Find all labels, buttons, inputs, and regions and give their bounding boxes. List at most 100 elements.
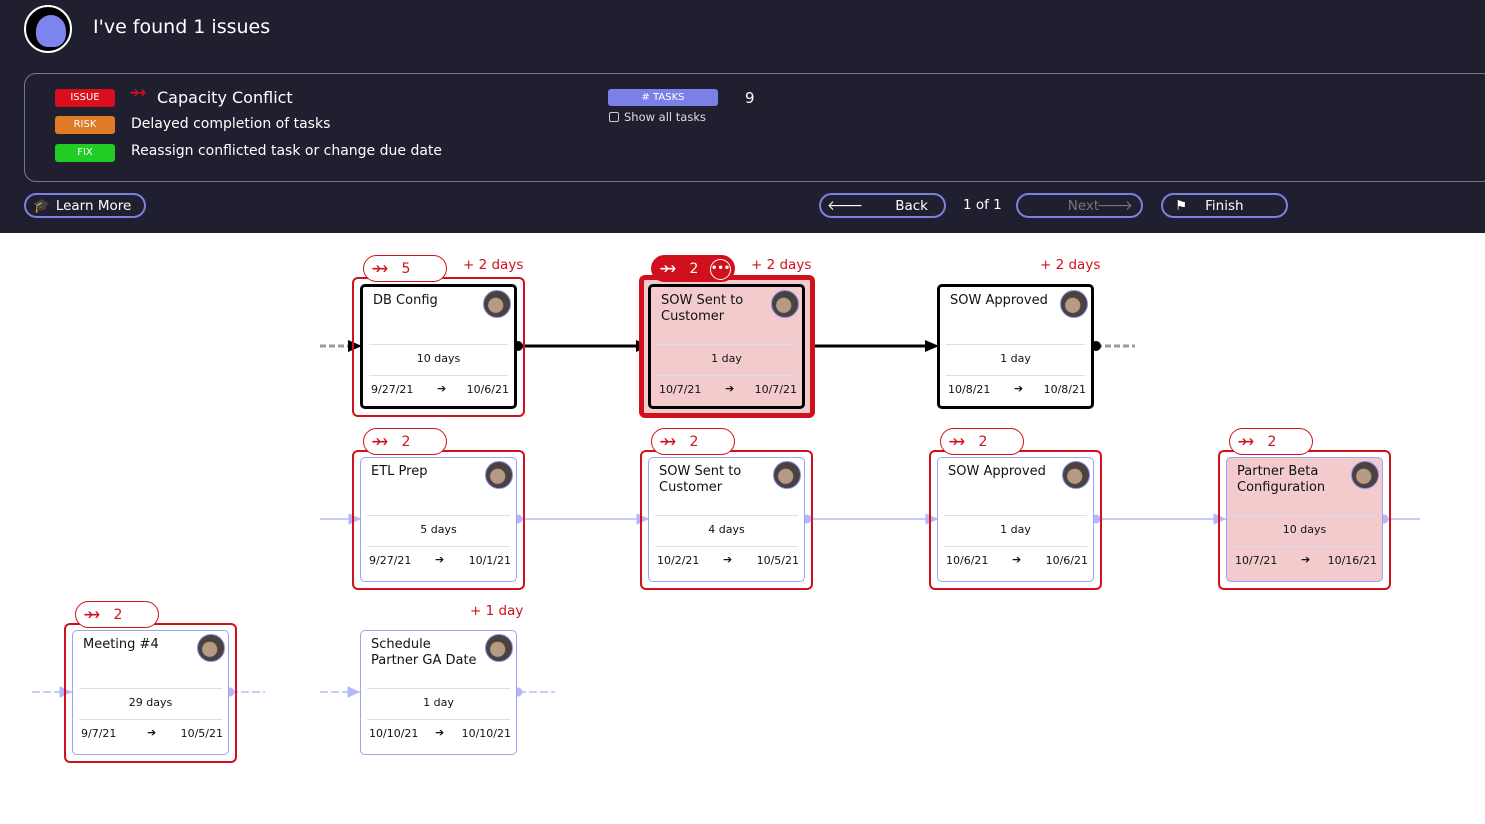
divider (1233, 546, 1376, 547)
task-duration: 1 day (1000, 523, 1031, 536)
divider (946, 344, 1085, 345)
task-card[interactable]: SOW Sent to Customer 1 day 10/7/21 ➔ 10/… (648, 284, 805, 409)
conflict-badge[interactable]: ➔➔2 (75, 601, 159, 628)
capacity-conflict-icon: ➔➔ (83, 606, 100, 623)
start-date: 10/10/21 (369, 727, 419, 740)
end-date: 10/16/21 (1327, 554, 1377, 567)
assignee-avatar[interactable] (485, 634, 513, 662)
assignee-avatar[interactable] (1060, 290, 1088, 318)
show-all-tasks-checkbox[interactable]: Show all tasks (609, 110, 706, 124)
task-duration: 10 days (416, 352, 461, 365)
assignee-avatar[interactable] (771, 290, 799, 318)
arrow-right-icon: ➔ (147, 726, 157, 739)
conflict-badge[interactable]: ➔➔2 (940, 428, 1024, 455)
learn-more-label: Learn More (55, 197, 132, 214)
issue-header: I've found 1 issues ISSUE ➔➔ Capacity Co… (0, 0, 1485, 233)
task-name: SOW Approved (948, 464, 1046, 479)
start-date: 9/7/21 (81, 727, 117, 740)
fix-tag: FIX (55, 144, 115, 162)
divider (367, 515, 510, 516)
task-duration: 1 day (711, 352, 742, 365)
task-name: ETL Prep (371, 464, 428, 479)
end-date: 10/6/21 (466, 383, 509, 396)
arrow-right-icon: ➔ (435, 553, 445, 566)
task-card[interactable]: SOW Approved 1 day 10/6/21 ➔ 10/6/21 (937, 457, 1094, 582)
start-date: 9/27/21 (369, 554, 412, 567)
page-indicator: 1 of 1 (963, 197, 1002, 213)
next-button[interactable]: Next🡒 (1016, 193, 1143, 218)
fix-text: Reassign conflicted task or change due d… (131, 143, 443, 159)
arrow-right-icon: ➔ (437, 382, 447, 395)
tasks-tag: # TASKS (608, 89, 718, 106)
conflict-count: 2 (1267, 433, 1277, 450)
conflict-badge[interactable]: ➔➔ 2 (1229, 428, 1313, 455)
arrow-right-icon: ➔ (725, 382, 735, 395)
conflict-count: 2 (689, 260, 699, 277)
more-options-icon[interactable]: ••• (710, 259, 731, 280)
back-button[interactable]: 🡐Back (819, 193, 946, 218)
task-name: Schedule Partner GA Date (371, 637, 477, 668)
delay-label: + 2 days (1040, 257, 1101, 273)
end-date: 10/5/21 (756, 554, 799, 567)
conflict-count: 2 (978, 433, 988, 450)
capacity-conflict-icon: ➔➔ (1237, 433, 1254, 450)
end-date: 10/6/21 (1045, 554, 1088, 567)
page-title: I've found 1 issues (93, 16, 271, 38)
task-duration: 10 days (1282, 523, 1327, 536)
finish-button[interactable]: ⚑ Finish (1161, 193, 1288, 218)
conflict-badge[interactable]: ➔➔2••• (651, 255, 735, 282)
conflict-count: 2 (689, 433, 699, 450)
end-date: 10/5/21 (180, 727, 223, 740)
finish-label: Finish (1205, 197, 1244, 214)
divider (946, 375, 1085, 376)
divider (655, 546, 798, 547)
back-label: Back (895, 197, 928, 214)
learn-more-button[interactable]: 🎓 Learn More (24, 193, 146, 218)
arrow-right-icon: ➔ (1012, 553, 1022, 566)
tasks-count: 9 (745, 89, 755, 107)
start-date: 10/7/21 (1235, 554, 1278, 567)
delay-label: + 2 days (751, 257, 812, 273)
conflict-badge[interactable]: ➔➔5 (363, 255, 447, 282)
task-name: Meeting #4 (83, 637, 159, 652)
conflict-badge[interactable]: ➔➔2 (651, 428, 735, 455)
divider (79, 688, 222, 689)
task-card[interactable]: Schedule Partner GA Date 1 day 10/10/21 … (360, 630, 517, 755)
assignee-avatar[interactable] (485, 461, 513, 489)
assignee-avatar[interactable] (773, 461, 801, 489)
start-date: 10/2/21 (657, 554, 700, 567)
task-name: Partner Beta Configuration (1237, 464, 1326, 495)
arrow-right-icon: 🡒 (1096, 197, 1133, 214)
capacity-conflict-icon: ➔➔ (129, 85, 146, 101)
divider (367, 546, 510, 547)
checkbox-icon[interactable] (609, 112, 619, 122)
arrow-right-icon: ➔ (1014, 382, 1024, 395)
task-card[interactable]: ETL Prep 5 days 9/27/21 ➔ 10/1/21 (360, 457, 517, 582)
start-date: 9/27/21 (371, 383, 414, 396)
capacity-conflict-icon: ➔➔ (371, 260, 388, 277)
issue-text: Capacity Conflict (157, 88, 293, 107)
task-card[interactable]: Partner Beta Configuration 10 days 10/7/… (1226, 457, 1383, 582)
task-name: SOW Approved (950, 293, 1048, 308)
assignee-avatar[interactable] (197, 634, 225, 662)
next-label: Next (1067, 197, 1100, 214)
divider (369, 375, 508, 376)
conflict-badge[interactable]: ➔➔2 (363, 428, 447, 455)
flag-icon: ⚑ (1175, 197, 1188, 214)
capacity-conflict-icon: ➔➔ (371, 433, 388, 450)
graduation-cap-icon: 🎓 (33, 197, 50, 214)
task-card[interactable]: Meeting #4 29 days 9/7/21 ➔ 10/5/21 (72, 630, 229, 755)
assignee-avatar[interactable] (1351, 461, 1379, 489)
assignee-avatar[interactable] (1062, 461, 1090, 489)
divider (1233, 515, 1376, 516)
show-all-label: Show all tasks (624, 110, 706, 124)
task-card[interactable]: DB Config 10 days 9/27/21 ➔ 10/6/21 (360, 284, 517, 409)
task-card[interactable]: SOW Sent to Customer 4 days 10/2/21 ➔ 10… (648, 457, 805, 582)
task-card[interactable]: SOW Approved 1 day 10/8/21 ➔ 10/8/21 (937, 284, 1094, 409)
divider (655, 515, 798, 516)
task-name: DB Config (373, 293, 438, 308)
divider (369, 344, 508, 345)
assignee-avatar[interactable] (483, 290, 511, 318)
assistant-logo (24, 5, 72, 53)
divider (944, 515, 1087, 516)
